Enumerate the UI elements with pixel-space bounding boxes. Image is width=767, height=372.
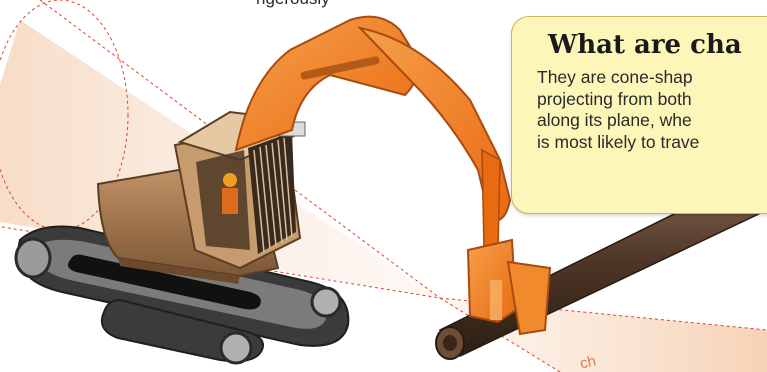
- zone-label: ch: [578, 353, 597, 372]
- callout-line: projecting from both: [537, 89, 699, 111]
- callout-line: along its plane, whe: [537, 110, 699, 132]
- callout-line: is most likely to trave: [537, 132, 699, 154]
- callout-title: What are cha: [548, 30, 742, 60]
- callout-body: They are cone-shap projecting from both …: [537, 67, 699, 153]
- callout-line: They are cone-shap: [537, 67, 699, 89]
